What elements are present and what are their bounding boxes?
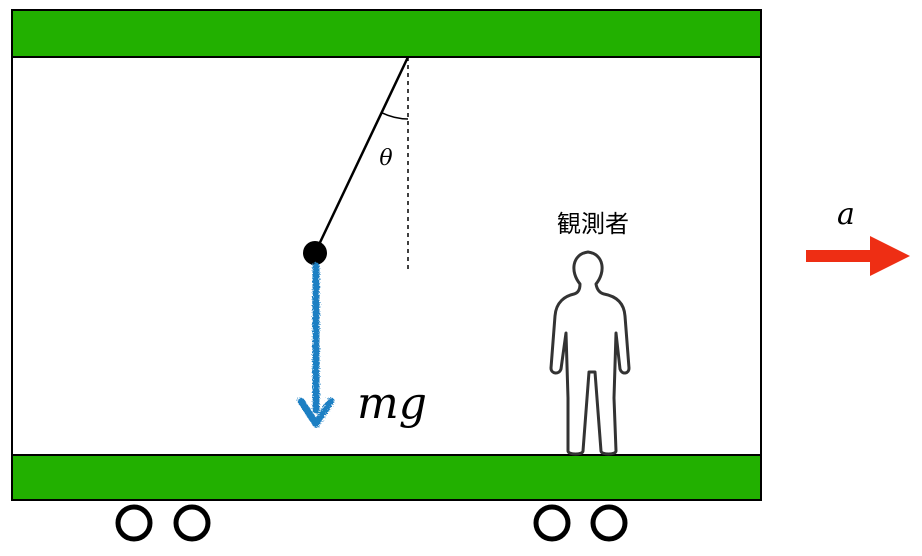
wheel-icon — [533, 504, 571, 542]
ceiling — [11, 9, 762, 58]
angle-arc — [381, 112, 409, 120]
angle-label: θ — [379, 146, 392, 171]
acceleration-label: a — [837, 197, 855, 232]
wheel-icon — [590, 504, 628, 542]
gravity-force-arrow — [297, 262, 335, 428]
pendulum-string — [313, 56, 410, 254]
force-label: mg — [357, 378, 427, 429]
observer-person-icon — [549, 250, 631, 456]
acceleration-arrow — [806, 236, 910, 276]
floor — [11, 454, 762, 501]
observer-label: 観測者 — [557, 210, 629, 238]
pendulum-bob — [303, 241, 327, 265]
wheels — [115, 504, 628, 542]
car-body — [11, 9, 762, 501]
wheel-icon — [173, 504, 211, 542]
wheel-icon — [115, 504, 153, 542]
